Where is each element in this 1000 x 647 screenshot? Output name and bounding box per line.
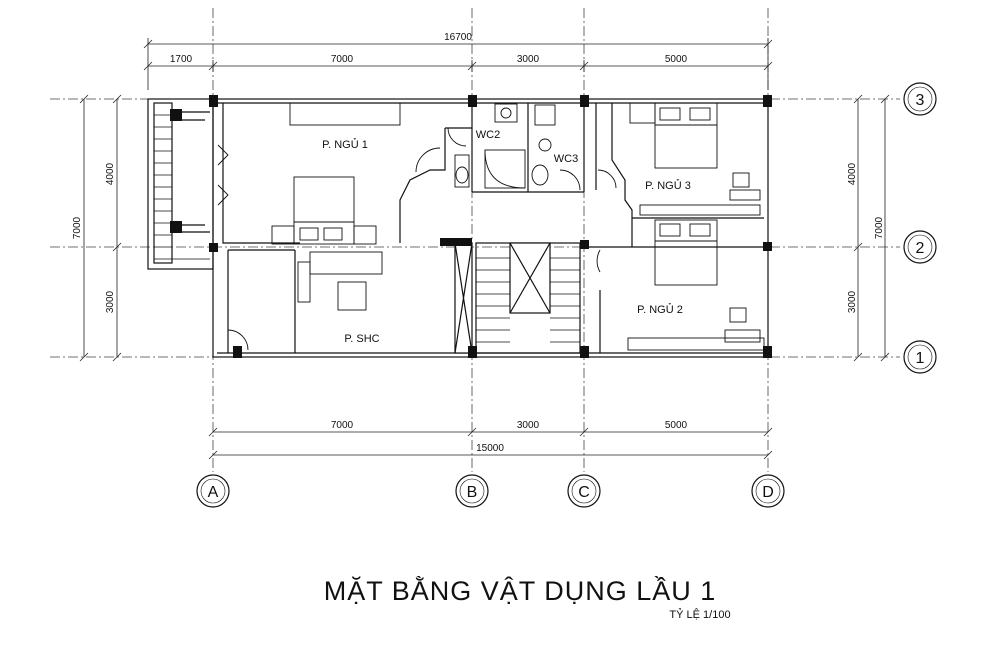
dim-bottom-1: 7000 (331, 420, 354, 431)
dim-bottom-2: 3000 (517, 420, 540, 431)
dim-left-1: 4000 (105, 162, 116, 185)
room-label-bedroom1: P. NGỦ 1 (322, 138, 368, 151)
dim-top-2: 7000 (331, 54, 354, 65)
svg-text:3: 3 (916, 92, 925, 109)
svg-text:B: B (467, 484, 478, 501)
dim-bottom-3: 5000 (665, 420, 688, 431)
axis-bubble-3: 3 (903, 82, 937, 116)
room-labels: P. NGỦ 1 WC2 WC3 P. NGỦ 3 P. NGỦ 2 P. SH… (322, 129, 691, 345)
dim-top-total: 16700 (444, 32, 472, 43)
walls (147, 98, 769, 358)
svg-text:2: 2 (916, 240, 925, 257)
grid-axes (50, 8, 900, 472)
axis-bubble-d: D (751, 474, 785, 508)
svg-text:D: D (762, 484, 774, 501)
dimension-lines (79, 38, 890, 460)
dim-right-2: 3000 (847, 290, 858, 313)
stair-steps (476, 257, 580, 343)
furniture (217, 102, 765, 351)
svg-text:A: A (208, 484, 219, 501)
svg-text:C: C (578, 484, 590, 501)
drawing-scale: TỶ LỆ 1/100 (669, 608, 730, 621)
dim-top-3: 3000 (517, 54, 540, 65)
dim-bottom-total: 15000 (476, 443, 504, 454)
axis-bubble-b: B (455, 474, 489, 508)
room-label-family-room: P. SHC (344, 333, 379, 345)
axis-bubble-1: 1 (903, 340, 937, 374)
room-label-bedroom2: P. NGỦ 2 (637, 303, 683, 316)
dim-right-1: 4000 (847, 162, 858, 185)
room-label-wc3: WC3 (554, 153, 578, 165)
svg-text:1: 1 (916, 350, 925, 367)
structural-columns (170, 95, 772, 358)
dim-top-4: 5000 (665, 54, 688, 65)
room-label-wc2: WC2 (476, 129, 500, 141)
dim-left-2: 3000 (105, 290, 116, 313)
dim-right-total: 7000 (874, 216, 885, 239)
axis-bubble-a: A (196, 474, 230, 508)
dimension-texts: 16700 1700 7000 3000 5000 7000 3000 5000… (72, 32, 885, 454)
axis-bubbles-rows: 3 2 1 (903, 82, 937, 374)
axis-bubble-2: 2 (903, 230, 937, 264)
balcony-railing (154, 114, 210, 260)
dim-top-1: 1700 (170, 54, 193, 65)
room-label-bedroom3: P. NGỦ 3 (645, 179, 691, 192)
drawing-title: MẶT BẰNG VẬT DỤNG LẦU 1 (324, 575, 717, 606)
axis-bubbles-columns: A B C D (196, 474, 785, 508)
dim-left-total: 7000 (72, 216, 83, 239)
axis-bubble-c: C (567, 474, 601, 508)
